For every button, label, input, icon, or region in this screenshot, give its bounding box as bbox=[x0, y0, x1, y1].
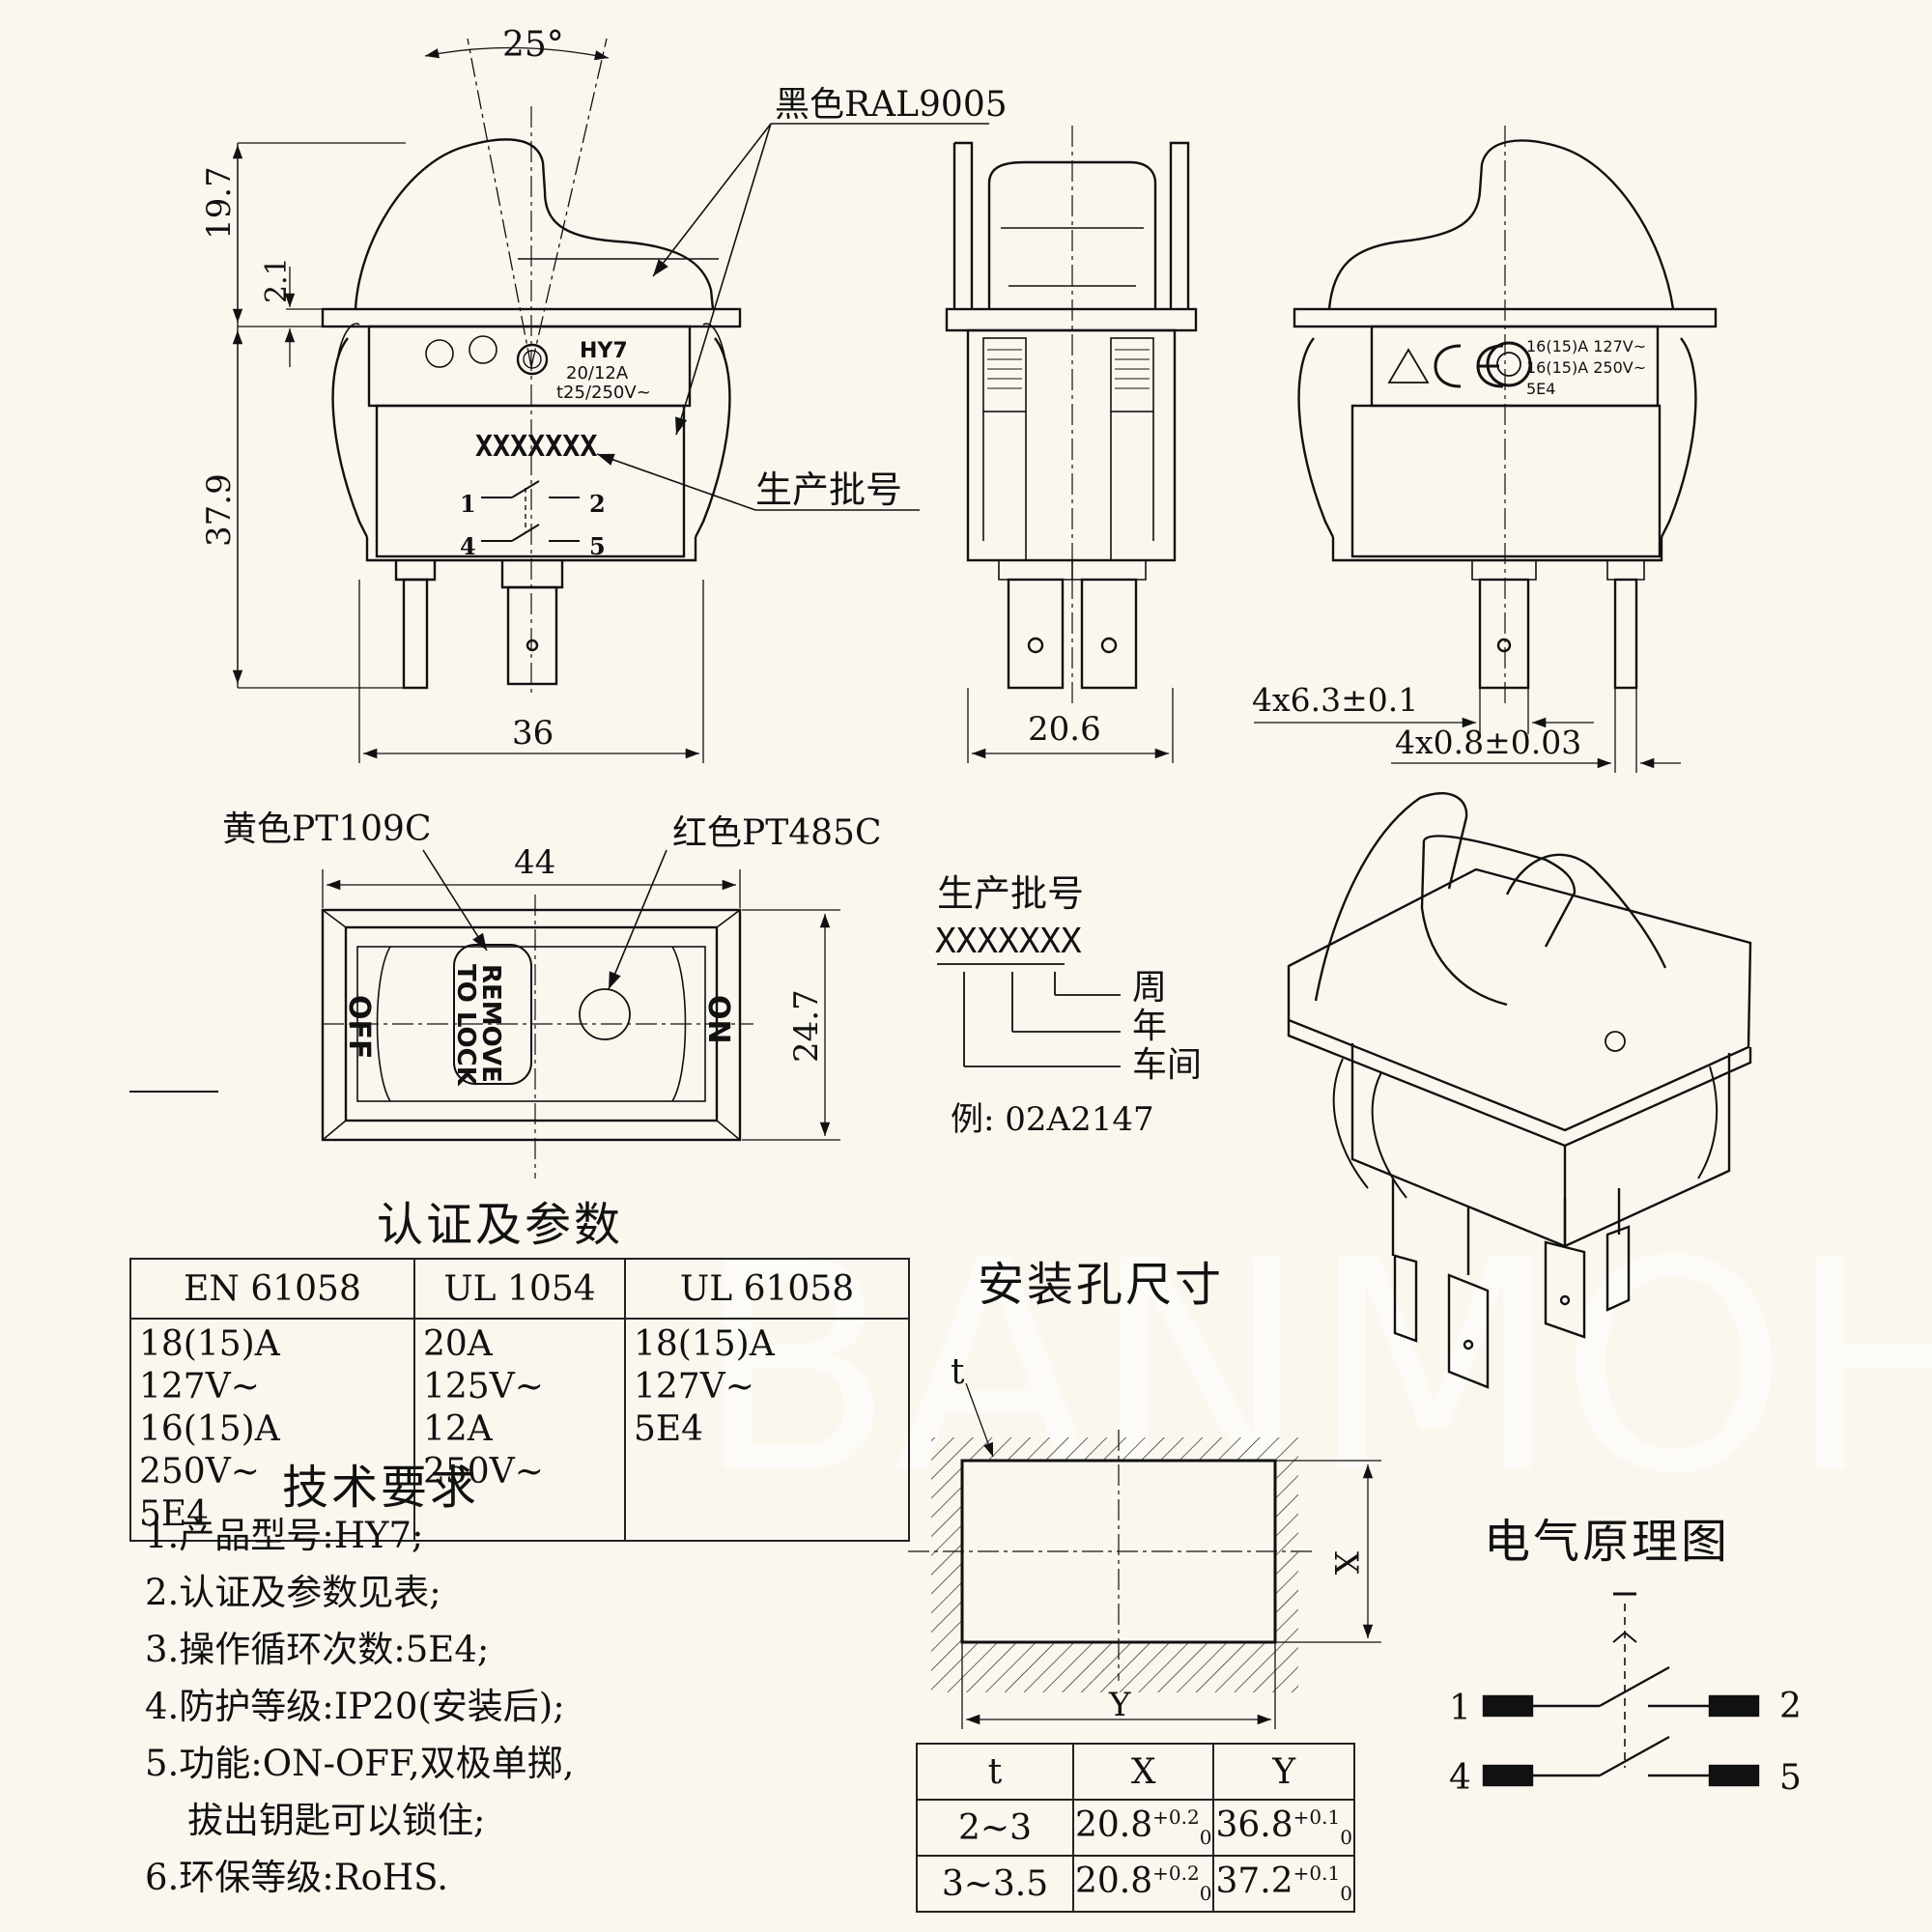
front-rating2: t25/250V~ bbox=[556, 383, 651, 403]
tech-item: 拔出钥匙可以锁住; bbox=[187, 1800, 486, 1841]
dim-top-h: 24.7 bbox=[787, 989, 826, 1063]
dim-top-w: 44 bbox=[514, 843, 555, 882]
key-text-2: TO LOCK bbox=[451, 964, 480, 1087]
front-rating1: 20/12A bbox=[566, 363, 629, 384]
schem-pin-5: 5 bbox=[1779, 1758, 1802, 1798]
cert-cell: 18(15)A 127V~5E4 bbox=[624, 1318, 910, 1542]
hole-cell: 20.8+0.20 bbox=[1071, 1799, 1215, 1857]
front-pin-1: 1 bbox=[460, 490, 476, 518]
hole-x-label: X bbox=[1326, 1551, 1365, 1576]
hole-cell: 3~3.5 bbox=[916, 1855, 1074, 1913]
dim-terminal-t: 4x0.8±0.03 bbox=[1395, 724, 1581, 761]
schematic bbox=[1482, 1592, 1760, 1787]
dim-w-front: 36 bbox=[512, 714, 554, 753]
hole-header: Y bbox=[1212, 1743, 1355, 1801]
batch-legend-code: XXXXXXX bbox=[935, 922, 1082, 961]
key-text-1: REMOVE bbox=[476, 964, 505, 1083]
dim-h-step: 2.1 bbox=[260, 257, 294, 303]
top-view bbox=[129, 849, 840, 1179]
cert-header: UL 1054 bbox=[413, 1258, 626, 1320]
callout-red: 红色PT485C bbox=[672, 813, 882, 853]
top-off-label: OFF bbox=[342, 995, 376, 1060]
tech-item: 6.环保等级:RoHS. bbox=[145, 1857, 448, 1898]
dim-terminal-w: 4x6.3±0.1 bbox=[1252, 681, 1418, 719]
cert-header: EN 61058 bbox=[129, 1258, 415, 1320]
tech-item: 1.产品型号:HY7; bbox=[145, 1515, 424, 1556]
tech-item: 5.功能:ON-OFF,双极单掷, bbox=[145, 1743, 575, 1784]
hole-title: 安装孔尺寸 bbox=[978, 1258, 1225, 1312]
hole-header: t bbox=[916, 1743, 1074, 1801]
schem-pin-1: 1 bbox=[1449, 1689, 1471, 1728]
cert-cell: 18(15)A 127V~16(15)A 250V~5E4 bbox=[129, 1318, 415, 1542]
cert-table: EN 61058 UL 1054 UL 61058 18(15)A 127V~1… bbox=[129, 1258, 910, 1542]
labels: 25° 19.7 2.1 37.9 36 20.6 4x6.3±0.1 4x0.… bbox=[200, 25, 1802, 1798]
front-pin-2: 2 bbox=[589, 490, 606, 518]
front-model: HY7 bbox=[580, 339, 628, 363]
batch-legend-year: 年 bbox=[1132, 1007, 1167, 1046]
hole-y-label: Y bbox=[1108, 1686, 1131, 1724]
back-mark-3: 5E4 bbox=[1526, 380, 1555, 398]
dim-w-side: 20.6 bbox=[1028, 710, 1101, 749]
cert-header: UL 61058 bbox=[624, 1258, 910, 1320]
isometric-view bbox=[1287, 792, 1752, 1389]
front-pin-5: 5 bbox=[589, 532, 606, 560]
hole-header: X bbox=[1071, 1743, 1215, 1801]
angle-dimension bbox=[424, 38, 610, 368]
callout-yellow: 黄色PT109C bbox=[222, 810, 432, 849]
mounting-hole bbox=[908, 1382, 1381, 1729]
back-mark-2: 16(15)A 250V~ bbox=[1526, 358, 1646, 377]
hole-cell: 2~3 bbox=[916, 1799, 1074, 1857]
schematic-title: 电气原理图 bbox=[1484, 1515, 1731, 1569]
angle-label: 25° bbox=[502, 25, 564, 65]
back-mark-1: 16(15)A 127V~ bbox=[1526, 337, 1646, 355]
tech-requirements: 1.产品型号:HY7; 2.认证及参数见表; 3.操作循环次数:5E4; 4.防… bbox=[145, 1507, 574, 1906]
front-pin-4: 4 bbox=[460, 532, 476, 560]
front-view bbox=[321, 106, 742, 696]
front-batch-code: XXXXXXX bbox=[475, 430, 597, 464]
cert-cell: 20A 125V~12A 250V~ bbox=[413, 1318, 626, 1542]
hole-cell: 36.8+0.10 bbox=[1212, 1799, 1355, 1857]
hole-t-label: t bbox=[951, 1352, 965, 1392]
tech-item: 4.防护等级:IP20(安装后); bbox=[145, 1686, 565, 1727]
dim-h-top: 19.7 bbox=[200, 166, 239, 240]
callout-leaders bbox=[596, 123, 989, 511]
hole-table: t X Y 2~3 20.8+0.20 36.8+0.10 3~3.5 20.8… bbox=[916, 1743, 1355, 1913]
top-on-label: ON bbox=[701, 995, 735, 1044]
dim-h-body: 37.9 bbox=[200, 473, 239, 547]
tech-item: 3.操作循环次数:5E4; bbox=[145, 1629, 490, 1670]
schem-pin-4: 4 bbox=[1449, 1758, 1471, 1798]
side-view bbox=[945, 126, 1198, 763]
callout-batch: 生产批号 bbox=[755, 469, 902, 511]
back-view bbox=[1254, 126, 1718, 773]
hole-cell: 37.2+0.10 bbox=[1212, 1855, 1355, 1913]
tech-item: 2.认证及参数见表; bbox=[145, 1572, 441, 1613]
cert-title: 认证及参数 bbox=[377, 1198, 624, 1252]
batch-legend-example: 例: 02A2147 bbox=[951, 1100, 1154, 1139]
batch-legend-week: 周 bbox=[1132, 968, 1167, 1008]
batch-legend-workshop: 车间 bbox=[1132, 1045, 1202, 1085]
batch-legend-lines bbox=[937, 963, 1121, 1067]
schem-pin-2: 2 bbox=[1779, 1687, 1802, 1726]
hole-cell: 20.8+0.20 bbox=[1071, 1855, 1215, 1913]
callout-black: 黑色RAL9005 bbox=[775, 85, 1008, 125]
tech-title: 技术要求 bbox=[282, 1461, 480, 1515]
front-dimensions bbox=[232, 142, 704, 763]
batch-legend-title: 生产批号 bbox=[937, 872, 1084, 915]
